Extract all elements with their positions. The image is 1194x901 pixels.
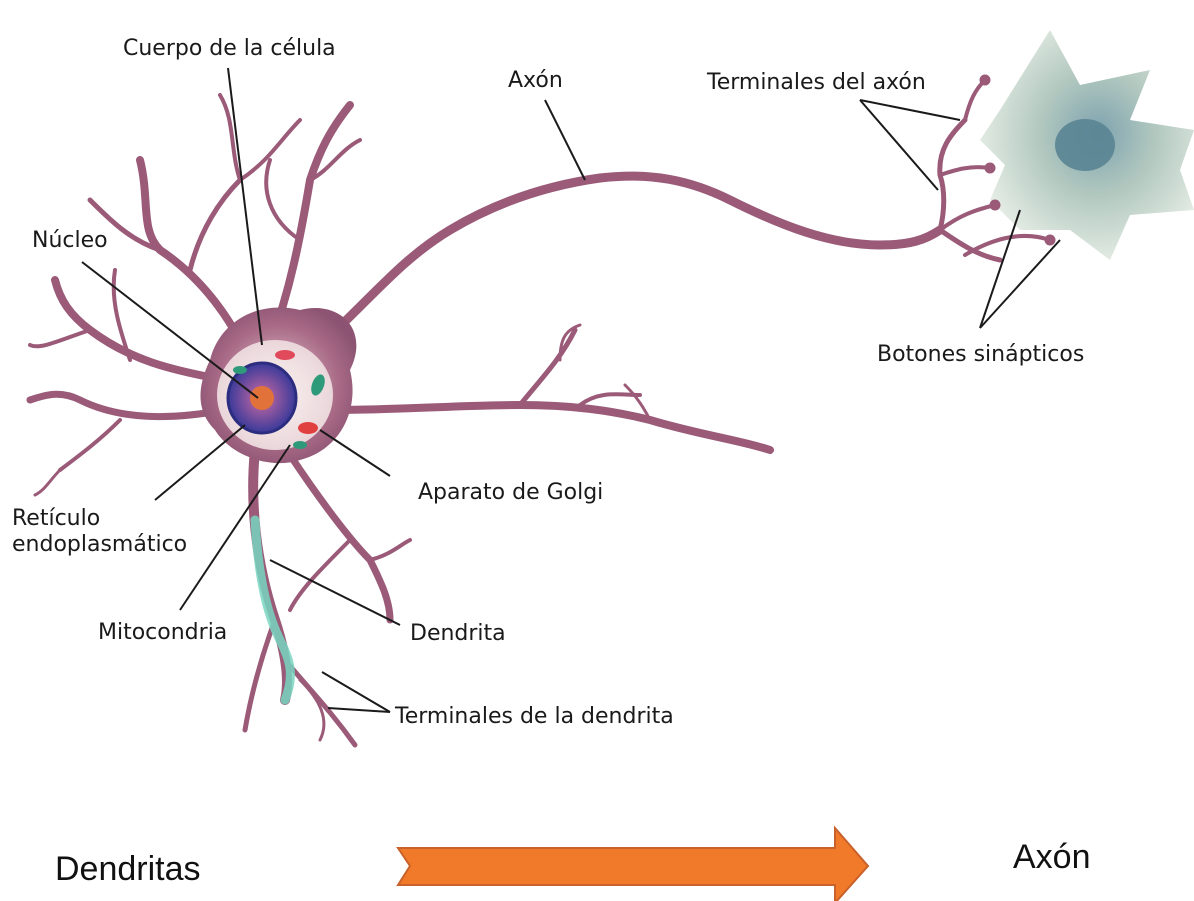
mitochondrion [293,441,307,449]
mitochondrion [233,366,247,374]
cell-body [200,307,356,463]
label-axon: Axón [508,68,563,94]
flow-arrow [398,828,868,901]
synaptic-button [990,200,1000,210]
label-dendrite: Dendrita [410,621,506,647]
dendrites [30,95,770,745]
label-mitochondria: Mitocondria [98,620,227,646]
golgi-apparatus [275,350,295,360]
synaptic-button [985,163,995,173]
synaptic-button [1045,235,1055,245]
label-dendrite-terminals: Terminales de la dendrita [395,704,674,730]
flow-to-label: Axón [1013,838,1091,877]
target-cell [980,30,1194,260]
target-cell-nucleus [1055,119,1115,171]
axon [320,176,940,345]
synaptic-button [980,75,990,85]
nucleolus [250,386,274,410]
label-cell-body: Cuerpo de la célula [123,36,336,62]
golgi-apparatus [298,422,318,434]
label-golgi: Aparato de Golgi [418,480,603,506]
flow-from-label: Dendritas [55,850,201,889]
label-er-line2: endoplasmático [12,532,187,558]
label-nucleus: Núcleo [32,228,108,254]
label-synaptic-buttons: Botones sinápticos [877,342,1084,368]
label-er-line1: Retículo [12,506,100,532]
label-axon-terminals: Terminales del axón [707,70,926,96]
